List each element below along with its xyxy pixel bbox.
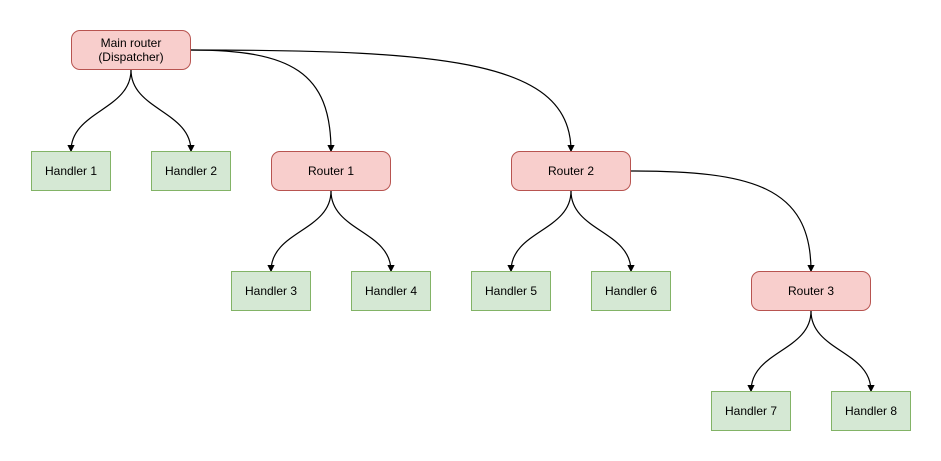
node-handler-3[interactable]: Handler 3 [231,271,311,311]
node-router-3[interactable]: Router 3 [751,271,871,311]
node-label-router-3: Router 3 [787,284,835,298]
edge-main-to-handler-2 [130,69,195,153]
node-router-1[interactable]: Router 1 [271,151,391,191]
edge-router-1-to-handler-3 [267,190,332,273]
edge-router-2-to-handler-5 [507,190,572,273]
edge-router-2-to-router-3 [630,170,815,273]
edge-group [67,49,875,393]
edge-main-to-router-1 [190,49,335,153]
node-label-handler-1: Handler 1 [44,164,98,178]
node-label-handler-2: Handler 2 [164,164,218,178]
node-handler-1[interactable]: Handler 1 [31,151,111,191]
edge-main-to-handler-1 [67,69,132,153]
node-main-router[interactable]: Main router (Dispatcher) [71,30,191,70]
node-label-handler-8: Handler 8 [844,404,898,418]
edge-router-3-to-handler-7 [747,310,812,393]
edge-router-1-to-handler-4 [330,190,395,273]
node-label-main-router: Main router (Dispatcher) [98,36,164,64]
node-handler-5[interactable]: Handler 5 [471,271,551,311]
node-label-router-1: Router 1 [307,164,355,178]
node-label-handler-4: Handler 4 [364,284,418,298]
node-label-handler-3: Handler 3 [244,284,298,298]
edge-main-to-router-2 [190,49,575,153]
node-handler-2[interactable]: Handler 2 [151,151,231,191]
node-label-router-2: Router 2 [547,164,595,178]
node-handler-7[interactable]: Handler 7 [711,391,791,431]
edge-router-3-to-handler-8 [810,310,875,393]
node-router-2[interactable]: Router 2 [511,151,631,191]
node-label-handler-6: Handler 6 [604,284,658,298]
node-label-handler-7: Handler 7 [724,404,778,418]
node-handler-6[interactable]: Handler 6 [591,271,671,311]
node-handler-4[interactable]: Handler 4 [351,271,431,311]
node-handler-8[interactable]: Handler 8 [831,391,911,431]
node-label-handler-5: Handler 5 [484,284,538,298]
edge-router-2-to-handler-6 [570,190,635,273]
